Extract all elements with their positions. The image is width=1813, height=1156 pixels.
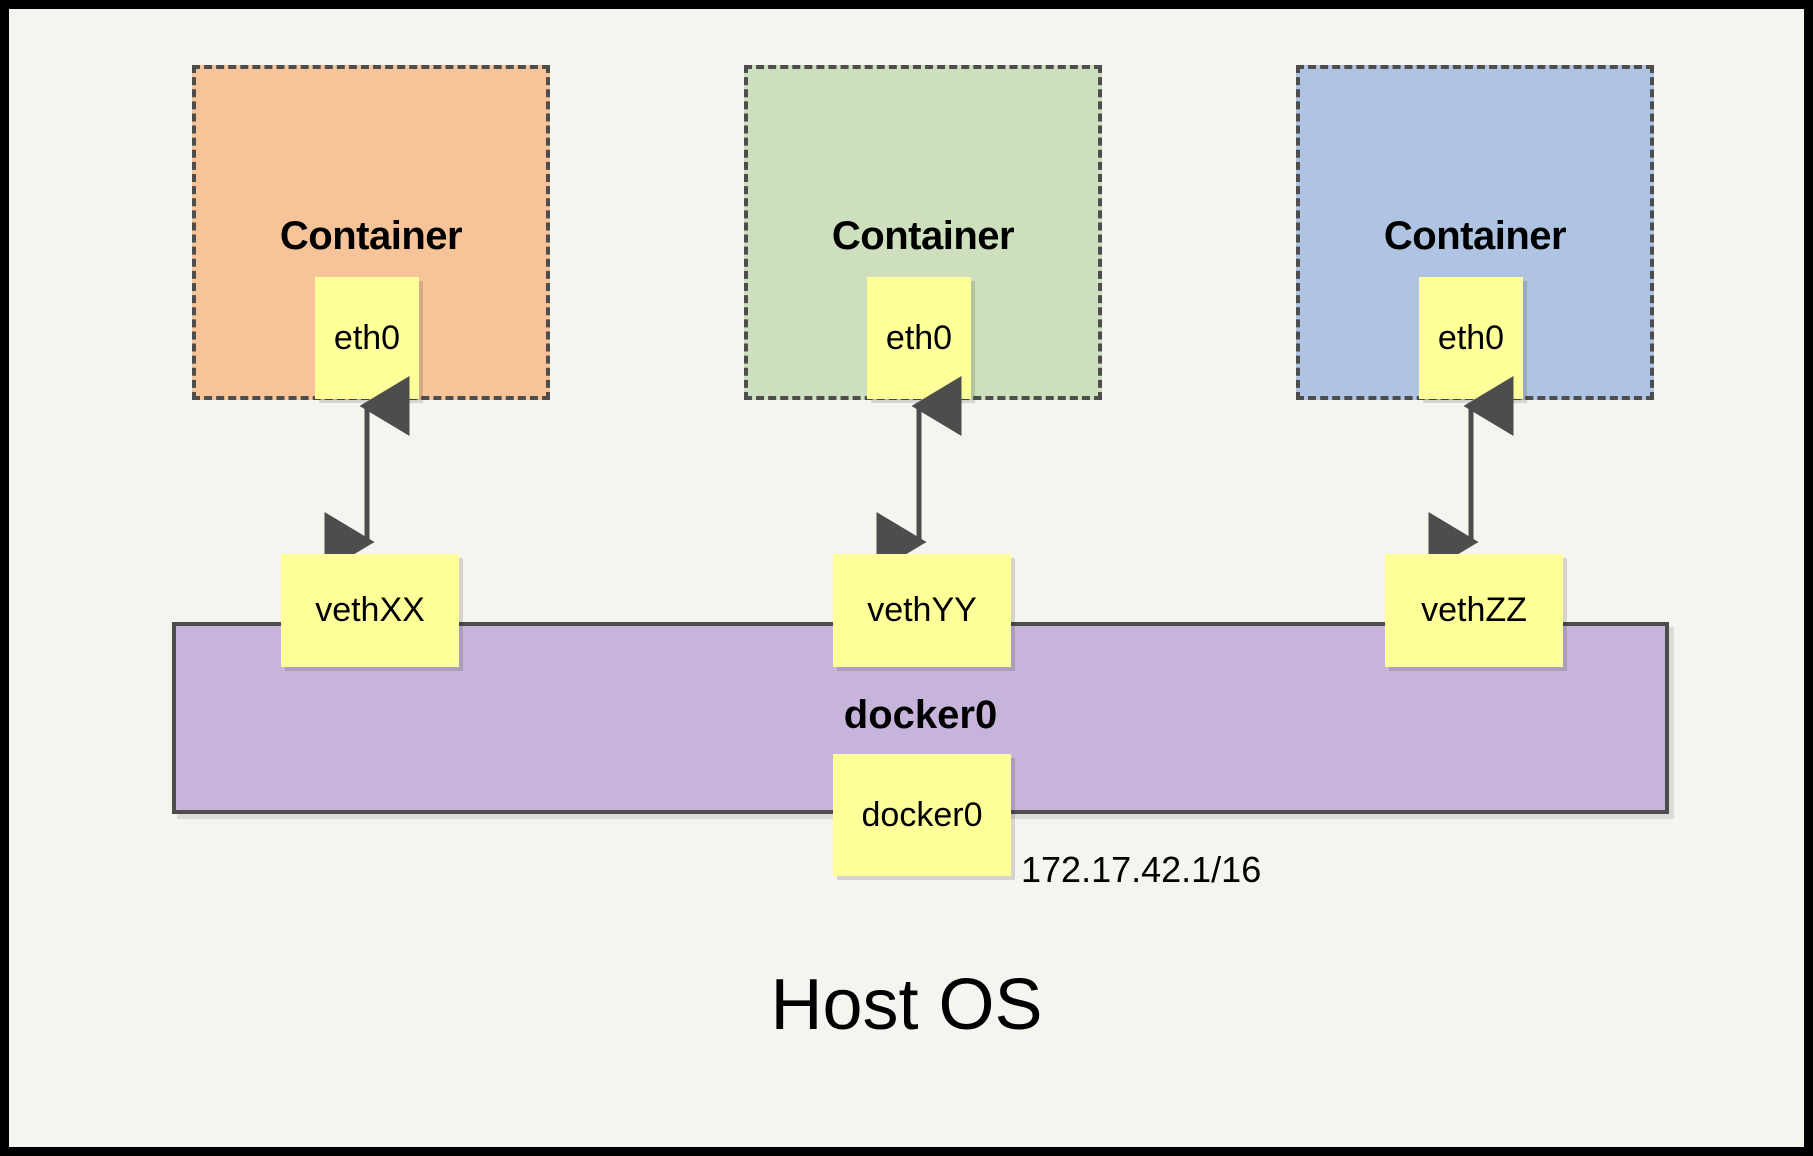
container-eth0-label-1: eth0 [333, 318, 401, 357]
veth-label-3: vethZZ [1421, 591, 1527, 629]
link-arrow-2 [876, 376, 962, 572]
container-eth0-label-3: eth0 [1437, 318, 1505, 357]
host-os-label: Host OS [770, 965, 1043, 1045]
container-title-2: Container [831, 214, 1015, 258]
veth-label-2: vethYY [867, 591, 977, 629]
container-eth0-label-2: eth0 [885, 318, 953, 357]
container-eth0-box-1: eth0 [315, 277, 419, 399]
container-eth0-box-2: eth0 [867, 277, 971, 399]
container-eth0-box-3: eth0 [1419, 277, 1523, 399]
docker0-ip-address-label: 172.17.42.1/16 [1021, 849, 1262, 890]
veth-label-1: vethXX [315, 591, 425, 629]
docker0-bridge-label: docker0 [843, 693, 998, 737]
veth-box-1: vethXX [281, 554, 459, 667]
veth-box-3: vethZZ [1385, 554, 1563, 667]
docker0-interface-box: docker0 [833, 754, 1011, 876]
docker0-interface-label: docker0 [861, 795, 983, 834]
link-arrow-1 [324, 376, 410, 572]
container-title-3: Container [1383, 214, 1567, 258]
link-arrow-3 [1428, 376, 1514, 572]
container-title-1: Container [279, 214, 463, 258]
veth-box-2: vethYY [833, 554, 1011, 667]
